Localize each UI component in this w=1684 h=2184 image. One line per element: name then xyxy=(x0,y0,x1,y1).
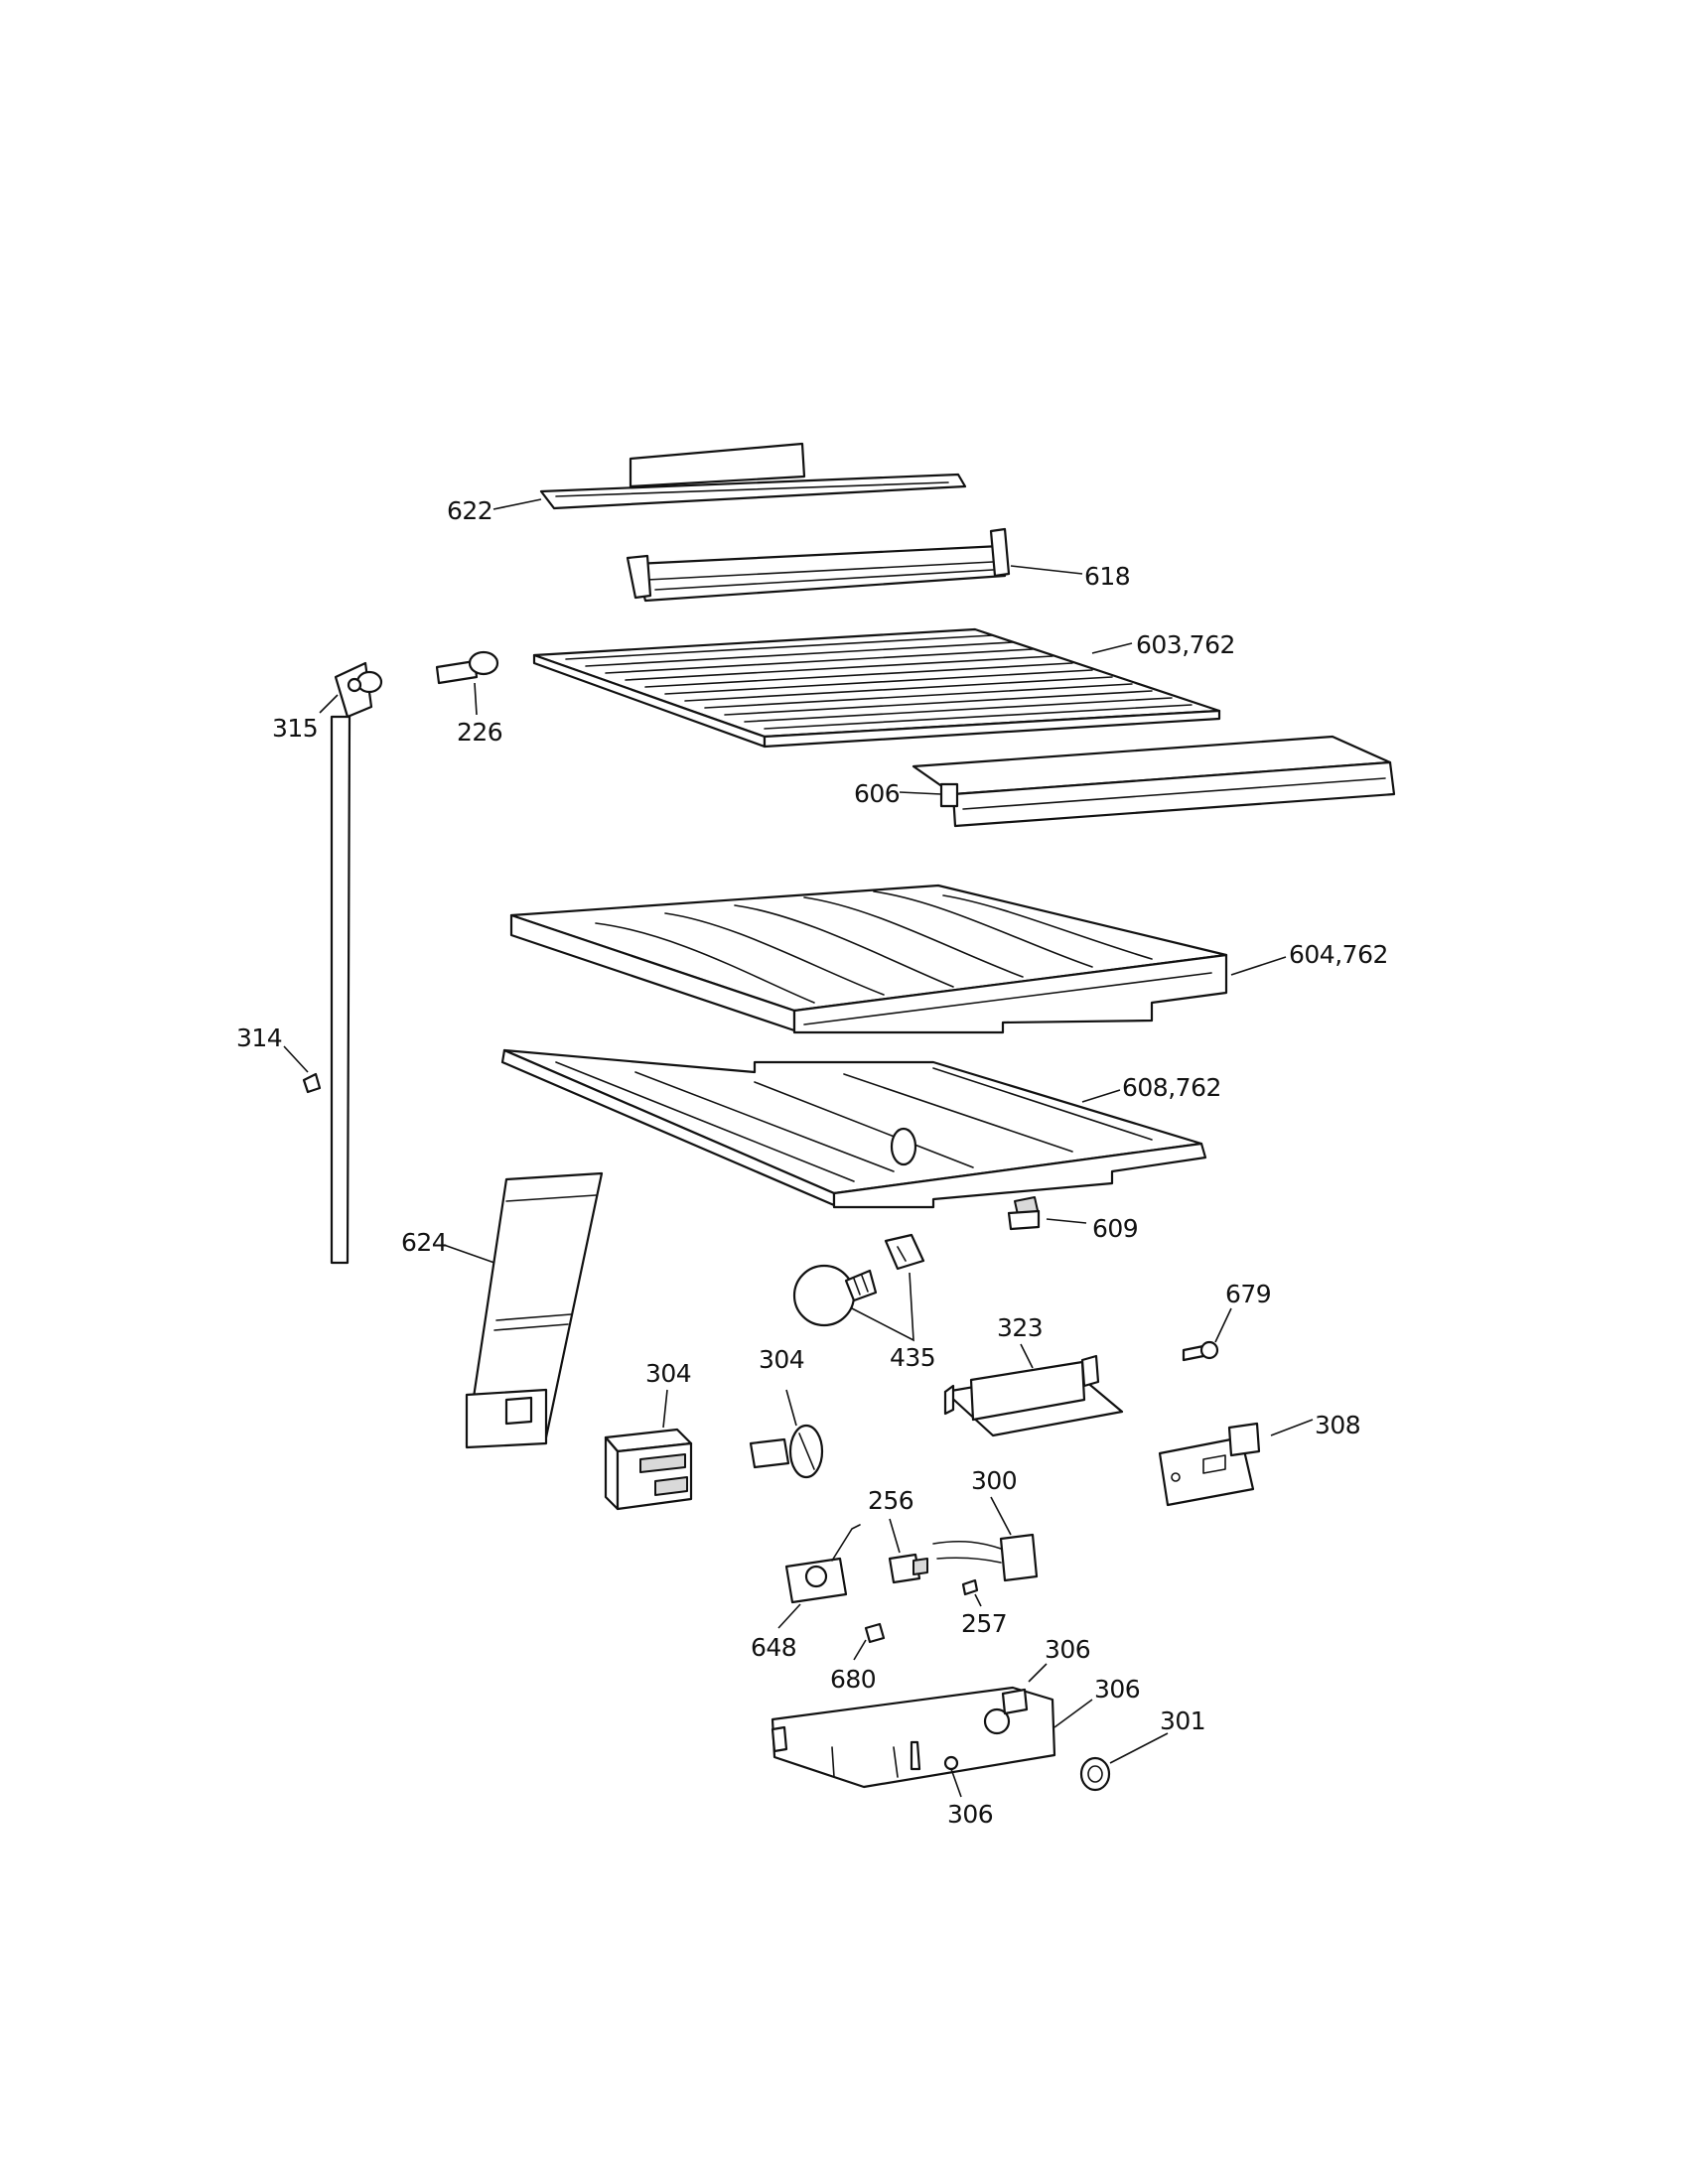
callout-622: 622 xyxy=(447,496,492,525)
callout-679: 679 xyxy=(1225,1280,1271,1308)
leader-680 xyxy=(853,1639,867,1661)
part-304-left-housing xyxy=(604,1428,693,1511)
part-618-bracket xyxy=(626,527,1011,603)
part-226-pin xyxy=(435,650,499,685)
part-609-clip xyxy=(1007,1196,1041,1231)
part-606-frame xyxy=(912,735,1396,828)
callout-648: 648 xyxy=(751,1633,796,1662)
leader-624 xyxy=(443,1244,495,1264)
leader-314 xyxy=(283,1045,309,1073)
callout-300: 300 xyxy=(971,1466,1017,1495)
leader-304-left xyxy=(662,1389,668,1429)
leader-323 xyxy=(1020,1343,1034,1369)
callout-306-top: 306 xyxy=(1045,1635,1090,1664)
callout-304-left: 304 xyxy=(645,1359,691,1388)
leader-315 xyxy=(319,694,339,714)
part-680-screw xyxy=(864,1622,886,1644)
part-306-housing xyxy=(771,1686,1056,1789)
callout-314: 314 xyxy=(236,1024,282,1052)
leader-604 xyxy=(1230,956,1287,976)
leader-300 xyxy=(990,1496,1012,1536)
part-304-dial xyxy=(749,1424,824,1479)
part-435-socket xyxy=(884,1233,925,1271)
callout-606: 606 xyxy=(854,779,900,808)
part-648-thermostat xyxy=(784,1524,861,1604)
callout-306-mid: 306 xyxy=(1094,1675,1140,1704)
leader-606 xyxy=(899,791,942,795)
callout-604-762: 604,762 xyxy=(1289,940,1388,969)
callout-680: 680 xyxy=(830,1665,876,1694)
callout-304-right: 304 xyxy=(759,1345,804,1374)
part-315-bracket xyxy=(334,661,383,719)
part-624-duct xyxy=(465,1171,604,1449)
leader-257 xyxy=(974,1593,982,1607)
leader-301 xyxy=(1109,1732,1169,1764)
callout-306-bottom: 306 xyxy=(947,1800,993,1829)
part-435-bulb xyxy=(792,1264,878,1327)
part-323-box xyxy=(943,1354,1124,1437)
leader-608 xyxy=(1081,1089,1121,1103)
callout-323: 323 xyxy=(997,1313,1043,1342)
leader-603 xyxy=(1091,642,1133,654)
part-256-switch xyxy=(888,1553,928,1584)
leader-256 xyxy=(889,1518,901,1554)
leader-435 xyxy=(851,1272,914,1342)
part-257-screw xyxy=(961,1578,979,1596)
leader-679 xyxy=(1214,1307,1232,1343)
part-314-clip xyxy=(302,1072,322,1094)
leader-622 xyxy=(492,498,542,510)
callout-608-762: 608,762 xyxy=(1122,1073,1221,1102)
part-301-knob xyxy=(1079,1756,1111,1792)
callout-226: 226 xyxy=(457,718,502,747)
part-rod xyxy=(330,715,351,1265)
callout-257: 257 xyxy=(961,1609,1007,1638)
part-300-relay xyxy=(932,1533,1039,1582)
leader-304-right xyxy=(785,1389,797,1427)
part-603-shelf xyxy=(532,627,1221,749)
callout-308: 308 xyxy=(1315,1411,1360,1439)
callout-618: 618 xyxy=(1084,562,1130,591)
callout-301: 301 xyxy=(1160,1706,1205,1735)
callout-315: 315 xyxy=(272,714,318,743)
leader-648 xyxy=(777,1603,801,1629)
leader-618 xyxy=(1010,565,1083,575)
callout-435: 435 xyxy=(890,1343,935,1372)
part-622-cover xyxy=(539,442,967,510)
callout-609: 609 xyxy=(1092,1214,1138,1243)
leader-226 xyxy=(474,682,478,716)
part-604-shelf xyxy=(509,884,1228,1034)
leader-609 xyxy=(1046,1218,1087,1224)
leader-308 xyxy=(1270,1419,1314,1436)
leader-306-bottom xyxy=(950,1768,962,1798)
part-308-plate xyxy=(1158,1422,1261,1507)
callout-624: 624 xyxy=(401,1228,447,1257)
callout-603-762: 603,762 xyxy=(1136,630,1235,659)
part-608-pan xyxy=(500,1048,1207,1209)
part-679-screw xyxy=(1182,1340,1219,1362)
leader-306-mid xyxy=(1053,1699,1093,1728)
leader-306-top xyxy=(1028,1663,1048,1683)
callout-256: 256 xyxy=(868,1486,913,1515)
